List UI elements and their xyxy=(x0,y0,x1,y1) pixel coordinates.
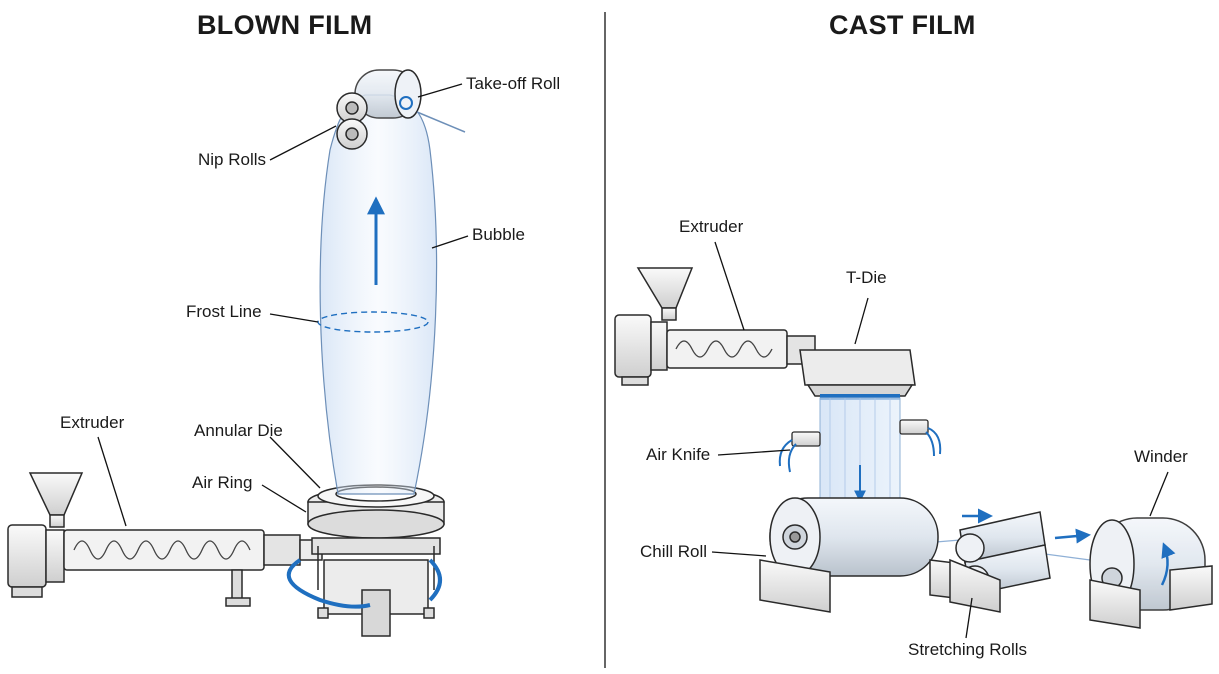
chill-roll xyxy=(759,497,956,613)
stretching-rolls xyxy=(949,508,1091,613)
nip-and-take-off-rolls xyxy=(336,69,466,150)
label-frost-line: Frost Line xyxy=(186,302,262,321)
label-t-die: T-Die xyxy=(846,268,887,287)
label-cast-extruder: Extruder xyxy=(679,217,744,236)
cast-film-title: CAST FILM xyxy=(829,10,976,40)
label-winder: Winder xyxy=(1134,447,1188,466)
winder xyxy=(1089,517,1213,629)
blown-leader-lines xyxy=(97,83,469,527)
label-air-knife: Air Knife xyxy=(646,445,711,464)
cast-film-sheet xyxy=(819,397,1091,561)
t-die xyxy=(799,349,916,400)
label-nip-rolls: Nip Rolls xyxy=(198,150,267,169)
label-chill-roll: Chill Roll xyxy=(640,542,708,561)
blown-film-title: BLOWN FILM xyxy=(197,10,373,40)
cast-film-extruder xyxy=(614,267,816,386)
cast-leader-lines xyxy=(711,241,1169,639)
label-bubble: Bubble xyxy=(472,225,525,244)
label-air-ring: Air Ring xyxy=(192,473,253,492)
blown-film-extruder xyxy=(7,472,323,607)
label-annular-die: Annular Die xyxy=(194,421,283,440)
label-take-off-roll: Take-off Roll xyxy=(466,74,561,93)
label-stretching-rolls: Stretching Rolls xyxy=(908,640,1028,659)
label-blown-extruder: Extruder xyxy=(60,413,125,432)
blown-film-bubble xyxy=(317,94,438,495)
